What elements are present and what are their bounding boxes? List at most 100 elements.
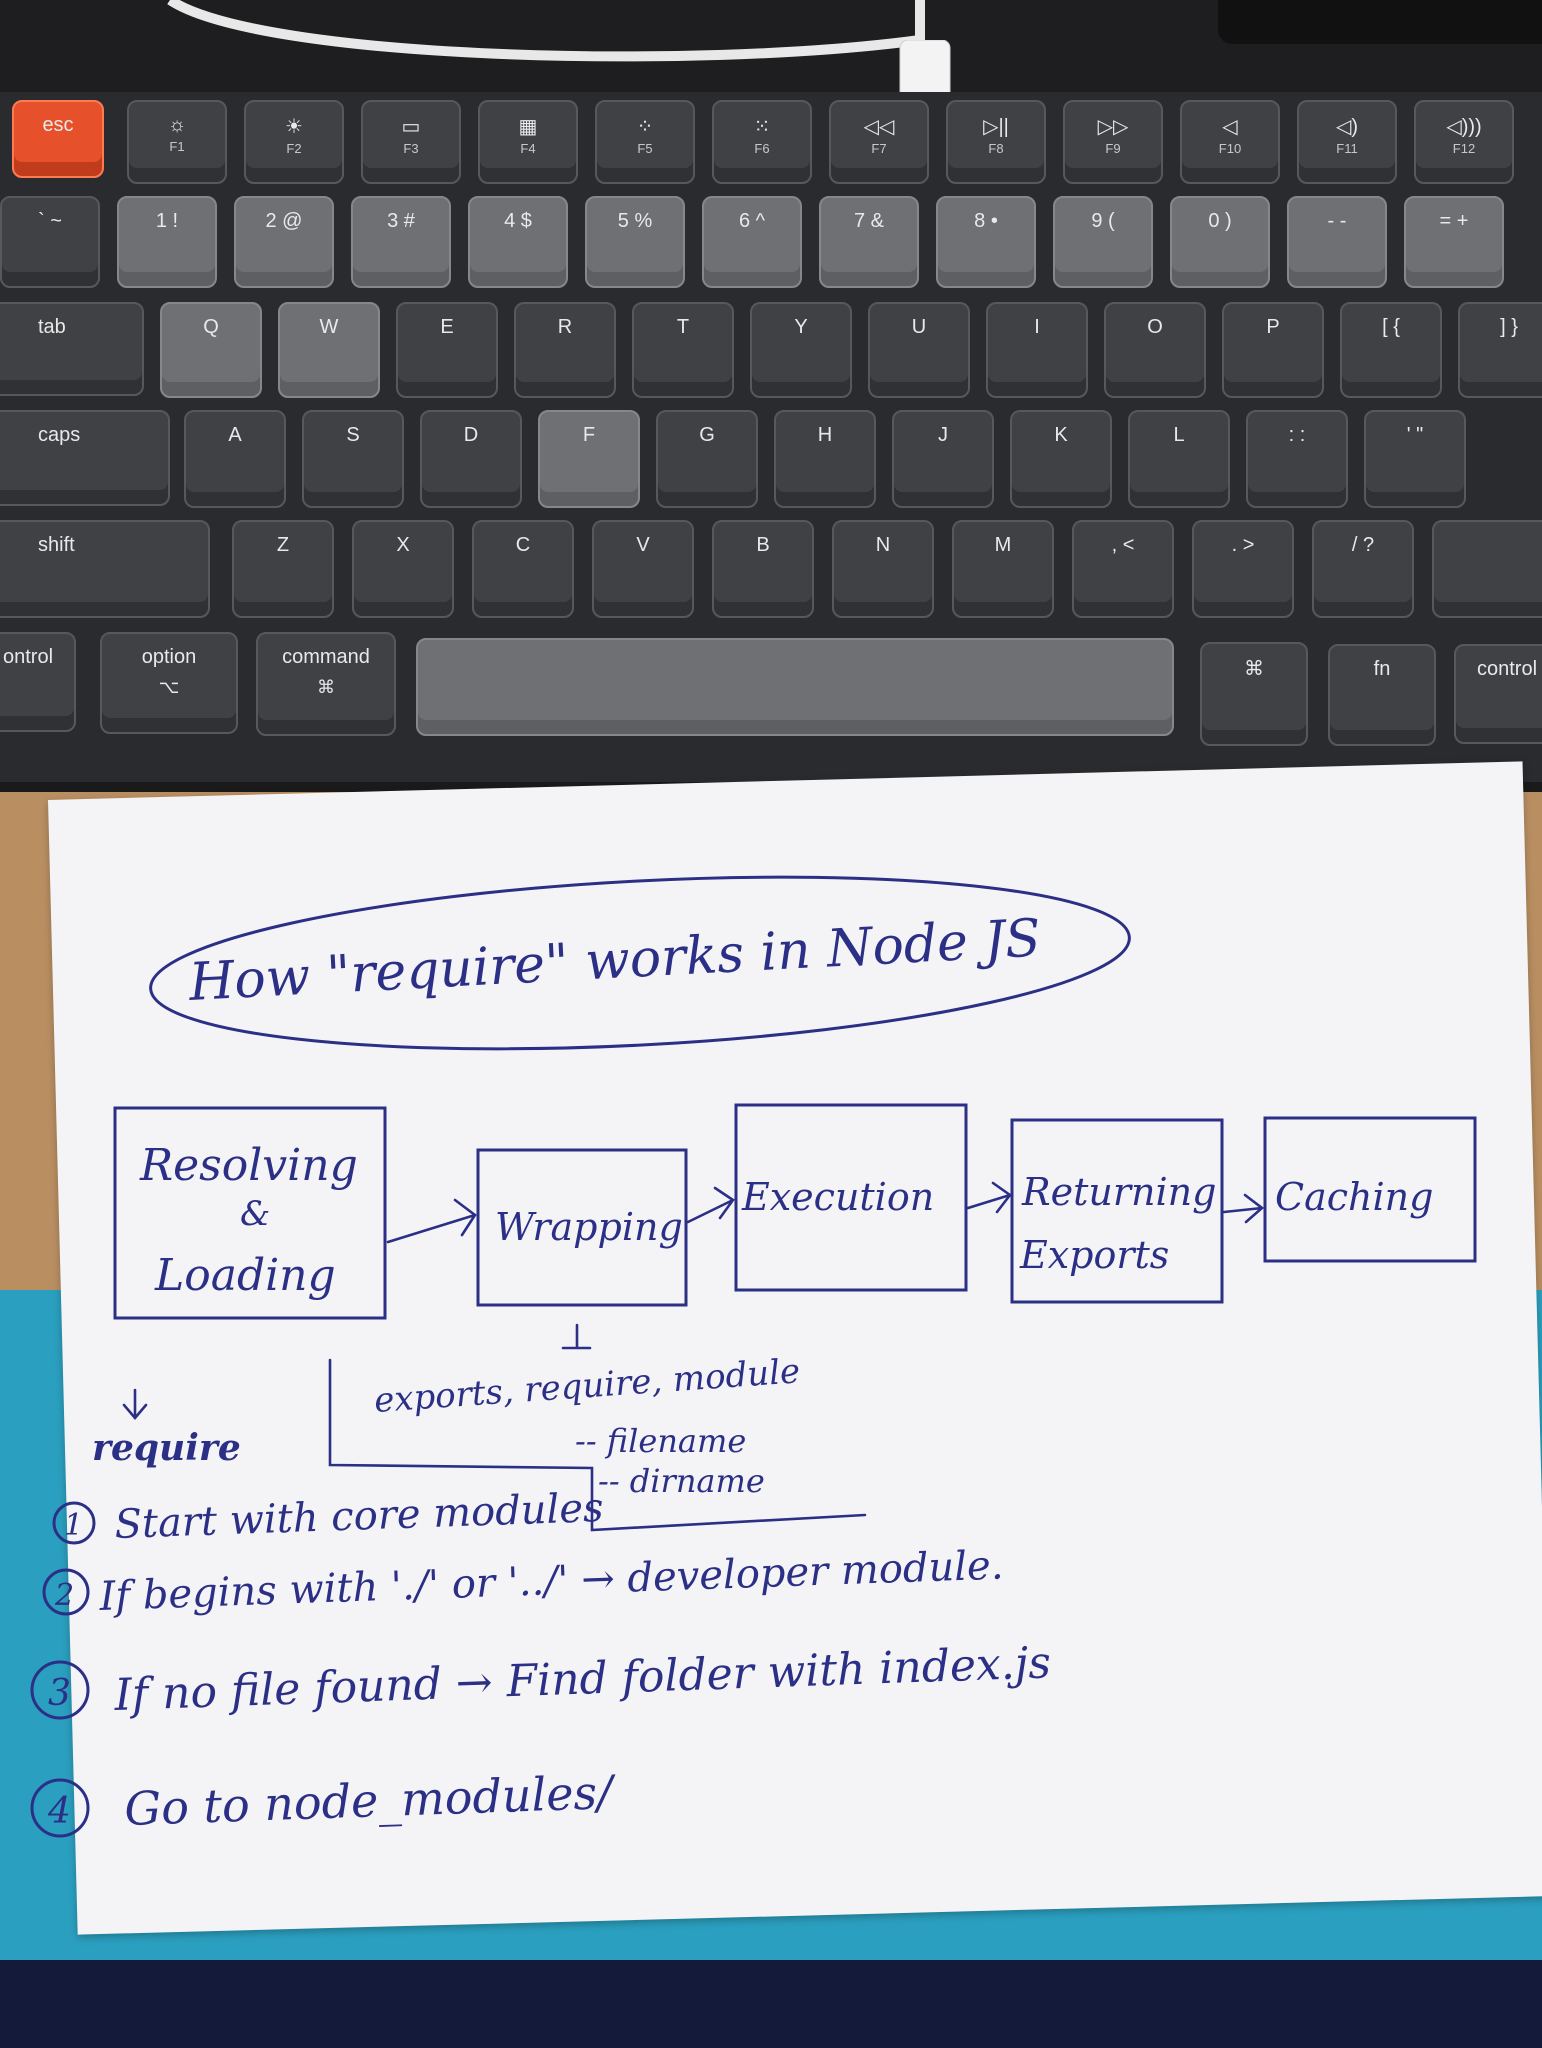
- key-7[interactable]: 7 &: [819, 196, 919, 288]
- key-right-command[interactable]: ⌘: [1200, 642, 1308, 746]
- key-quote[interactable]: ' ": [1364, 410, 1466, 508]
- stage-exports: Exports: [1019, 1233, 1169, 1277]
- key-control[interactable]: ontrol: [0, 632, 76, 732]
- key-i[interactable]: I: [986, 302, 1088, 398]
- stage-ampersand: &: [240, 1194, 270, 1234]
- key-f7[interactable]: ◁◁F7: [829, 100, 929, 184]
- task-view-icon: ▭: [401, 116, 421, 138]
- key-q[interactable]: Q: [160, 302, 262, 398]
- key-backtick[interactable]: ` ~: [0, 196, 100, 288]
- key-1[interactable]: 1 !: [117, 196, 217, 288]
- require-down-arrow: [122, 1388, 148, 1421]
- step-1-text: Start with core modules: [114, 1485, 604, 1548]
- key-f3[interactable]: ▭F3: [361, 100, 461, 184]
- key-esc[interactable]: esc: [12, 100, 104, 178]
- key-p[interactable]: P: [1222, 302, 1324, 398]
- key-v[interactable]: V: [592, 520, 694, 618]
- key-t[interactable]: T: [632, 302, 734, 398]
- key-o[interactable]: O: [1104, 302, 1206, 398]
- key-command[interactable]: command⌘: [256, 632, 396, 736]
- dark-cloth: [0, 1960, 1542, 2048]
- step-4: 4 Go to node_modules/: [30, 1765, 618, 1838]
- key-y[interactable]: Y: [750, 302, 852, 398]
- fast-forward-icon: ▷▷: [1097, 116, 1129, 138]
- stage-returning: Returning: [1021, 1170, 1216, 1214]
- rewind-icon: ◁◁: [863, 116, 895, 138]
- key-0[interactable]: 0 ): [1170, 196, 1270, 288]
- key-semicolon[interactable]: : :: [1246, 410, 1348, 508]
- step-2-number: 2: [54, 1578, 74, 1613]
- key-space[interactable]: [416, 638, 1174, 736]
- key-3[interactable]: 3 #: [351, 196, 451, 288]
- key-caps[interactable]: caps: [0, 410, 170, 506]
- stage-execution: Execution: [741, 1175, 934, 1219]
- wrapping-down-arrow: [561, 1323, 592, 1350]
- key-tab[interactable]: tab: [0, 302, 144, 396]
- key-f9[interactable]: ▷▷F9: [1063, 100, 1163, 184]
- key-s[interactable]: S: [302, 410, 404, 508]
- key-g[interactable]: G: [656, 410, 758, 508]
- stage-box-resolving: [113, 1106, 387, 1320]
- key-shift[interactable]: shift: [0, 520, 210, 618]
- stage-resolving: Resolving: [139, 1140, 358, 1191]
- key-x[interactable]: X: [352, 520, 454, 618]
- key-j[interactable]: J: [892, 410, 994, 508]
- play-pause-icon: ▷||: [983, 116, 1009, 138]
- key-f10[interactable]: ◁F10: [1180, 100, 1280, 184]
- key-f11[interactable]: ◁)F11: [1297, 100, 1397, 184]
- key-right-control[interactable]: control: [1454, 644, 1542, 744]
- key-5[interactable]: 5 %: [585, 196, 685, 288]
- key-equals[interactable]: = +: [1404, 196, 1504, 288]
- key-f5[interactable]: ⁘F5: [595, 100, 695, 184]
- key-4[interactable]: 4 $: [468, 196, 568, 288]
- key-f6[interactable]: ⁙F6: [712, 100, 812, 184]
- key-c[interactable]: C: [472, 520, 574, 618]
- key-6[interactable]: 6 ^: [702, 196, 802, 288]
- wrap-params-2: -- filename: [575, 1422, 746, 1460]
- step-3-text: If no file found → Find folder with inde…: [113, 1637, 1052, 1721]
- stage-box-execution: [734, 1103, 968, 1292]
- key-n[interactable]: N: [832, 520, 934, 618]
- key-f8[interactable]: ▷||F8: [946, 100, 1046, 184]
- key-f4[interactable]: ▦F4: [478, 100, 578, 184]
- step-1-number: 1: [64, 1508, 83, 1543]
- key-k[interactable]: K: [1010, 410, 1112, 508]
- key-right-shift[interactable]: [1432, 520, 1542, 618]
- key-z[interactable]: Z: [232, 520, 334, 618]
- key-a[interactable]: A: [184, 410, 286, 508]
- key-m[interactable]: M: [952, 520, 1054, 618]
- key-8[interactable]: 8 •: [936, 196, 1036, 288]
- key-f12[interactable]: ◁)))F12: [1414, 100, 1514, 184]
- require-label: require: [92, 1427, 241, 1469]
- step-2: 2 If begins with './' or '../' → develop…: [42, 1542, 1004, 1620]
- key-e[interactable]: E: [396, 302, 498, 398]
- wrap-params-1: exports, require, module: [373, 1351, 802, 1421]
- key-f2[interactable]: ☀F2: [244, 100, 344, 184]
- key-f[interactable]: F: [538, 410, 640, 508]
- key-l[interactable]: L: [1128, 410, 1230, 508]
- title-oval: [149, 875, 1131, 1051]
- option-symbol-icon: ⌥: [158, 677, 180, 697]
- key-b[interactable]: B: [712, 520, 814, 618]
- key-u[interactable]: U: [868, 302, 970, 398]
- key-option[interactable]: option⌥: [100, 632, 238, 734]
- stage-caching: Caching: [1275, 1175, 1433, 1219]
- key-9[interactable]: 9 (: [1053, 196, 1153, 288]
- key-left-bracket[interactable]: [ {: [1340, 302, 1442, 398]
- key-minus[interactable]: - -: [1287, 196, 1387, 288]
- step-4-number: 4: [47, 1791, 71, 1832]
- stage-box-wrapping: [476, 1148, 688, 1307]
- key-fn[interactable]: fn: [1328, 644, 1436, 746]
- key-2[interactable]: 2 @: [234, 196, 334, 288]
- key-d[interactable]: D: [420, 410, 522, 508]
- key-right-bracket[interactable]: ] }: [1458, 302, 1542, 398]
- key-period[interactable]: . >: [1192, 520, 1294, 618]
- key-slash[interactable]: / ?: [1312, 520, 1414, 618]
- step-3: 3 If no file found → Find folder with in…: [30, 1637, 1052, 1721]
- key-w[interactable]: W: [278, 302, 380, 398]
- key-h[interactable]: H: [774, 410, 876, 508]
- key-r[interactable]: R: [514, 302, 616, 398]
- key-f1[interactable]: ☼F1: [127, 100, 227, 184]
- stage-loading: Loading: [154, 1250, 336, 1301]
- key-comma[interactable]: , <: [1072, 520, 1174, 618]
